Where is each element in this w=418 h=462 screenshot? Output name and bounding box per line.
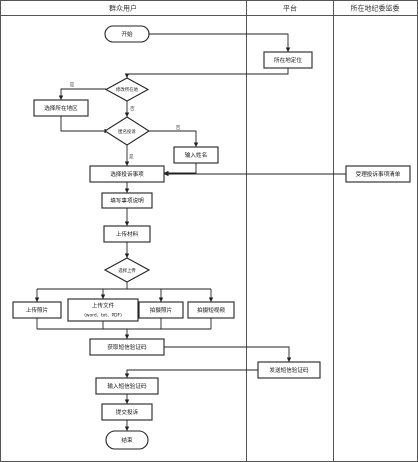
node-fill-desc-label: 填写事项说明	[110, 197, 144, 205]
node-anonymous-decision: 匿名投诉	[103, 116, 151, 146]
node-get-sms-code-label: 获取短信验证码	[107, 343, 147, 351]
node-send-sms-code-label: 发送短信验证码	[269, 366, 309, 374]
connectors	[34, 33, 346, 431]
node-start-label: 开始	[121, 30, 133, 38]
node-enter-name: 输入姓名	[173, 146, 219, 164]
node-upload-photo-label: 上传照片	[26, 306, 49, 314]
node-enter-sms-code: 输入短信验证码	[95, 377, 159, 395]
node-select-matter-label: 选择投诉事项	[110, 170, 144, 178]
edge-label-anon-no: 否	[176, 125, 181, 131]
node-get-sms-code: 获取短信验证码	[89, 338, 165, 356]
node-select-matter: 选择投诉事项	[89, 165, 165, 183]
edge-locate-modify	[124, 68, 289, 78]
node-start: 开始	[104, 25, 150, 43]
node-enter-name-label: 输入姓名	[185, 151, 207, 159]
node-select-region-label: 选择所在地区	[44, 104, 78, 112]
node-take-photo: 拍摄照片	[138, 301, 184, 319]
edge-region-anonymous	[60, 116, 109, 134]
edge-modify-yes	[58, 88, 106, 100]
edge-label-modify-no: 否	[130, 106, 135, 112]
node-send-sms-code: 发送短信验证码	[257, 361, 321, 379]
edge-label-anon-yes: 是	[129, 154, 134, 160]
node-accept-list-label: 受理投诉事项清单	[356, 170, 401, 178]
node-accept-list: 受理投诉事项清单	[345, 165, 411, 183]
node-locate: 所在地定位	[263, 51, 313, 69]
node-end: 结束	[105, 430, 149, 450]
node-submit-label: 提交投诉	[116, 408, 139, 416]
lane-title-user: 群众用户	[109, 4, 137, 13]
node-upload-file-label-line1: 上传文件	[92, 302, 115, 310]
edge-name-matter	[164, 163, 197, 176]
node-take-photo-label: 拍摄照片	[150, 306, 173, 314]
node-fill-desc: 填写事项说明	[101, 192, 153, 209]
node-upload-material-label: 上传材料	[116, 230, 139, 238]
node-locate-label: 所在地定位	[274, 56, 302, 64]
lane-title-commission: 所在地纪委监委	[351, 4, 400, 13]
lane-title-platform: 平台	[283, 4, 297, 13]
node-modify-location-decision: 修改所在地	[104, 77, 150, 102]
node-anonymous-label: 匿名投诉	[118, 128, 136, 135]
node-upload-file: 上传文件 (word、txt、PDF)	[67, 298, 139, 322]
edge-send-enter	[124, 369, 258, 378]
node-upload-choice-decision: 选择上传	[103, 257, 151, 283]
node-select-region: 选择所在地区	[33, 99, 89, 117]
node-upload-choice-label: 选择上传	[118, 267, 136, 274]
node-end-label: 结束	[121, 436, 133, 444]
node-take-video: 拍摄短视频	[187, 301, 235, 319]
node-modify-location-label: 修改所在地	[116, 86, 139, 93]
edge-label-modify-yes: 是	[70, 82, 75, 88]
node-enter-sms-code-label: 输入短信验证码	[107, 382, 147, 390]
edge-start-locate	[149, 33, 291, 52]
edge-anon-no	[149, 130, 199, 147]
edge-get-send	[164, 346, 292, 362]
node-submit: 提交投诉	[101, 403, 153, 421]
node-upload-photo: 上传照片	[12, 301, 62, 319]
node-upload-material: 上传材料	[103, 225, 151, 243]
node-upload-file-label-line2: (word、txt、PDF)	[84, 313, 122, 319]
node-take-video-label: 拍摄短视频	[197, 306, 225, 314]
